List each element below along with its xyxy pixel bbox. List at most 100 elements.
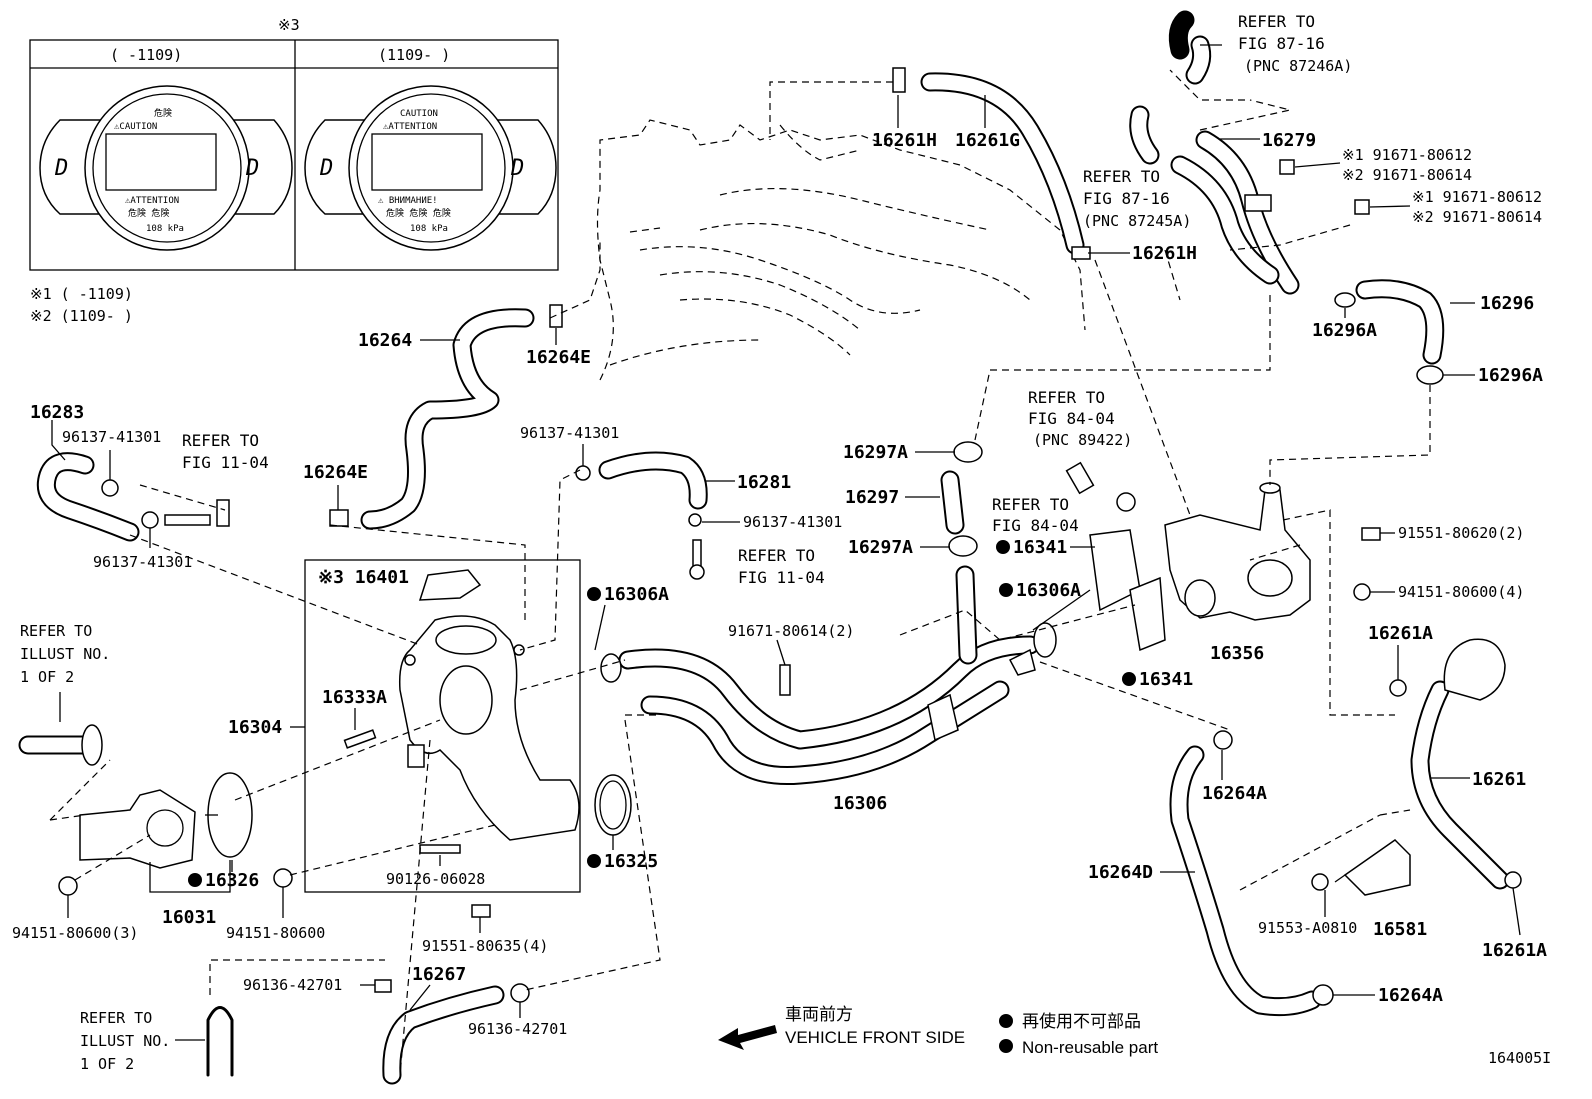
svg-text:D: D [510,156,524,181]
label-16326: 16326 [188,870,259,891]
svg-text:⚠ ВНИМАНИЕ!: ⚠ ВНИМАНИЕ! [378,196,438,206]
label-16306A-a: 16306A [587,584,669,605]
label-16297: 16297 [845,487,899,508]
svg-text:D: D [54,156,68,181]
label-96136-b: 96136-42701 [468,1020,567,1038]
svg-text:危険 危険 危険: 危険 危険 危険 [386,207,451,219]
svg-text:108 kPa: 108 kPa [410,224,448,234]
label-91671-b1: ※1 91671-80612 [1412,188,1542,206]
label-16304: 16304 [228,717,282,738]
figure-code: 164005I [1488,1049,1551,1067]
svg-text:16306A: 16306A [1016,580,1081,601]
label-16296A-b: 16296A [1478,365,1543,386]
connection-lines [49,69,1431,1076]
label-16261H-top: 16261H [872,130,937,151]
svg-text:危険: 危険 [154,107,172,119]
label-16325: 16325 [587,851,658,872]
footnote-1: ※1 ( -1109) [30,285,133,303]
label-16296A-a: 16296A [1312,320,1377,341]
label-16261: 16261 [1472,769,1526,790]
label-16281: 16281 [737,472,791,493]
front-label-en: VEHICLE FRONT SIDE [785,1028,965,1047]
label-16264A-a: 16264A [1202,783,1267,804]
label-96137-a: 96137-41301 [62,428,161,446]
svg-text:⚠ATTENTION: ⚠ATTENTION [125,196,179,206]
parts [58,67,1522,1006]
label-16341-b: 16341 [1122,669,1193,690]
svg-text:危険 危険: 危険 危険 [128,207,169,219]
radiator-cap-new: CAUTION ⚠ATTENTION ⚠ ВНИМАНИЕ! 危険 危険 危険 … [304,85,557,251]
svg-text:D: D [319,156,333,181]
svg-text:16325: 16325 [604,851,658,872]
label-91671-a2: ※2 91671-80614 [1342,166,1472,184]
label-16261A-a: 16261A [1368,623,1433,644]
label-16333A: 16333A [322,687,387,708]
engine-intake-outline [596,119,1086,381]
label-91551-b: 91551-80635(4) [422,937,548,955]
svg-text:16341: 16341 [1139,669,1193,690]
label-91553: 91553-A0810 [1258,919,1357,937]
label-94151-b: 94151-80600(3) [12,924,138,942]
legend: 車両前方 VEHICLE FRONT SIDE 再使用不可部品 Non-reus… [718,1005,1551,1067]
inset-radiator-caps: ※3 ( -1109) (1109- ) 危険 ⚠CAUTION ⚠ATTENT… [29,16,559,271]
label-16267: 16267 [412,964,466,985]
svg-text:CAUTION: CAUTION [400,109,438,119]
label-91671-b2: ※2 91671-80614 [1412,208,1542,226]
label-94151-c: 94151-80600 [226,924,325,942]
label-16306A-b: 16306A [999,580,1081,601]
label-16283: 16283 [30,402,84,423]
label-16296: 16296 [1480,293,1534,314]
nonreuse-label-en: Non-reusable part [1022,1038,1158,1057]
label-16297A-a: 16297A [843,442,908,463]
svg-text:108 kPa: 108 kPa [146,224,184,234]
label-91671-c: 91671-80614(2) [728,622,854,640]
label-16264A-b: 16264A [1378,985,1443,1006]
label-96137-d: 96137-41301 [743,513,842,531]
label-94151-a: 94151-80600(4) [1398,583,1524,601]
nonreuse-dot-icon-2 [999,1039,1013,1053]
radiator-cap-old: 危険 ⚠CAUTION ⚠ATTENTION 危険 危険 108 kPa D D [39,85,293,251]
label-16264: 16264 [358,330,412,351]
inset-note: ※3 [278,16,300,34]
label-96137-c: 96137-41301 [520,424,619,442]
label-16261H-mid: 16261H [1132,243,1197,264]
front-arrow-icon [718,1025,777,1050]
label-91551-a: 91551-80620(2) [1398,524,1524,542]
front-label-jp: 車両前方 [785,1005,853,1024]
label-16306: 16306 [833,793,887,814]
label-16341-a: 16341 [996,537,1067,558]
label-16264E-a: 16264E [526,347,591,368]
svg-text:⚠ATTENTION: ⚠ATTENTION [383,122,437,132]
svg-text:D: D [245,156,259,181]
label-16264E-b: 16264E [303,462,368,483]
svg-text:16326: 16326 [205,870,259,891]
footnote-2: ※2 (1109- ) [30,307,133,325]
svg-text:⚠CAUTION: ⚠CAUTION [114,122,157,132]
svg-text:16306A: 16306A [604,584,669,605]
inset-right-range: (1109- ) [378,46,450,64]
label-16261G: 16261G [955,130,1020,151]
water-outlet-group-box [304,559,581,893]
label-16297A-b: 16297A [848,537,913,558]
hoses [18,10,1510,1085]
label-91671-a1: ※1 91671-80612 [1342,146,1472,164]
label-96136-a: 96136-42701 [243,976,342,994]
label-16264D: 16264D [1088,862,1153,883]
label-16279: 16279 [1262,130,1316,151]
label-16261A-b: 16261A [1482,940,1547,961]
label-96137-b: 96137-41301 [93,553,192,571]
label-16356: 16356 [1210,643,1264,664]
nonreuse-label-jp: 再使用不可部品 [1022,1011,1141,1031]
svg-text:16341: 16341 [1013,537,1067,558]
label-90126: 90126-06028 [386,870,485,888]
label-16581: 16581 [1373,919,1427,940]
